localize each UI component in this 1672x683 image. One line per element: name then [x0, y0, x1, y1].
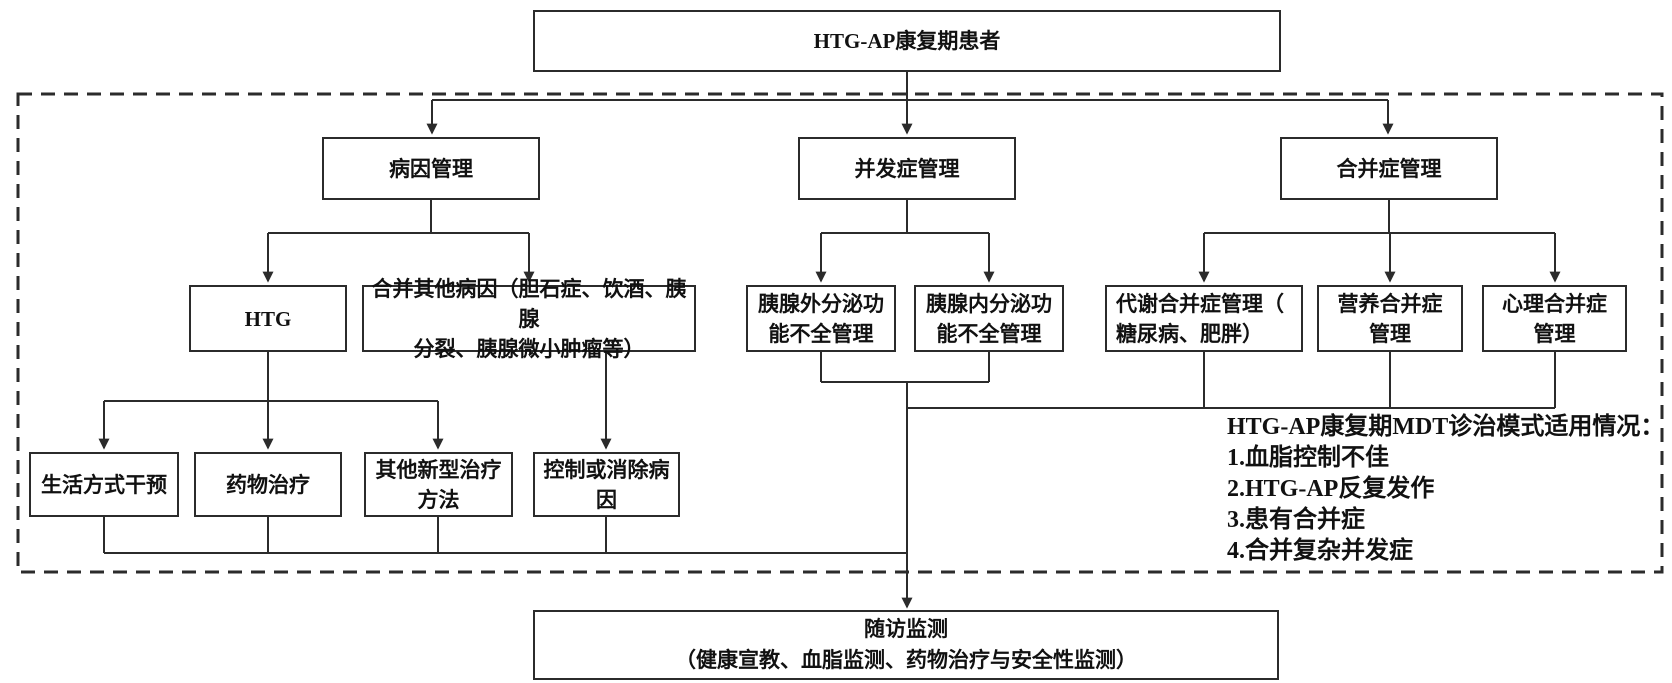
node-drug-therapy: 药物治疗	[194, 452, 342, 517]
mdt-note-title: HTG-AP康复期MDT诊治模式适用情况：	[1227, 414, 1665, 440]
root-branch-connectors	[426, 72, 1394, 135]
mdt-note-item: 4.合并复杂并发症	[1227, 538, 1413, 564]
treatment-collector-connectors	[103, 517, 907, 554]
mdt-note-item: 2.HTG-AP反复发作	[1227, 476, 1435, 502]
complication-split-connectors	[815, 200, 995, 283]
node-htg: HTG	[189, 285, 347, 352]
node-lifestyle-intervention: 生活方式干预	[29, 452, 179, 517]
mdt-dashed-container	[16, 92, 1664, 574]
node-psychological-comorbidity: 心理合并症 管理	[1482, 285, 1627, 352]
node-exocrine-insufficiency: 胰腺外分泌功 能不全管理	[746, 285, 896, 352]
node-nutrition-comorbidity: 营养合并症 管理	[1317, 285, 1463, 352]
node-cause-management: 病因管理	[322, 137, 540, 200]
comorbidity-collector-connectors	[907, 352, 1556, 409]
node-control-cause: 控制或消除病 因	[533, 452, 680, 517]
node-followup-monitoring: 随访监测 （健康宣教、血脂监测、药物治疗与安全性监测）	[533, 610, 1279, 680]
htg-split-connectors	[98, 352, 444, 450]
cause-split-connectors	[262, 200, 535, 283]
node-complication-management: 并发症管理	[798, 137, 1016, 200]
node-metabolic-comorbidity: 代谢合并症管理（ 糖尿病、肥胖）	[1105, 285, 1303, 352]
node-other-causes: 合并其他病因（胆石症、饮酒、胰腺 分裂、胰腺微小肿瘤等）	[362, 277, 696, 361]
comorbidity-split-connectors	[1198, 200, 1561, 283]
mdt-note-item: 3.患有合并症	[1227, 507, 1365, 533]
node-htg-ap-recovery-patient: HTG-AP康复期患者	[533, 10, 1281, 72]
node-comorbidity-management: 合并症管理	[1280, 137, 1498, 200]
mdt-note: HTG-AP康复期MDT诊治模式适用情况： 1.血脂控制不佳 2.HTG-AP反…	[1227, 412, 1664, 567]
node-novel-therapy: 其他新型治疗 方法	[364, 452, 513, 517]
node-endocrine-insufficiency: 胰腺内分泌功 能不全管理	[914, 285, 1064, 352]
pancreatic-collector-connectors	[820, 352, 990, 383]
mdt-note-item: 1.血脂控制不佳	[1227, 445, 1389, 471]
